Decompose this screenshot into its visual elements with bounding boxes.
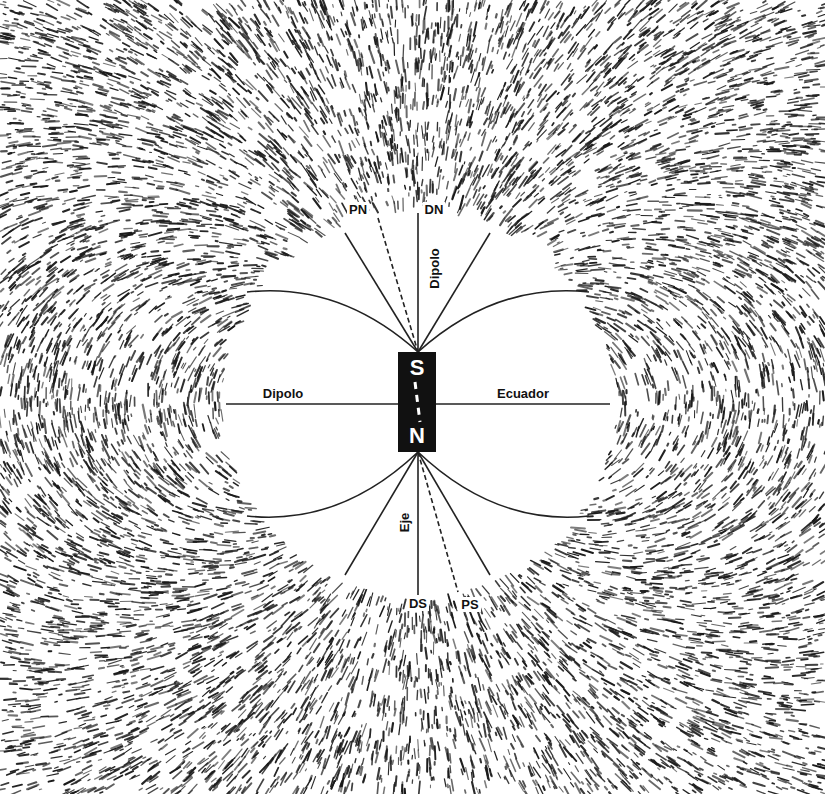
figure-stage: SN PNDNDipoloDipoloEcuadorEjeDSPS [0, 0, 825, 794]
